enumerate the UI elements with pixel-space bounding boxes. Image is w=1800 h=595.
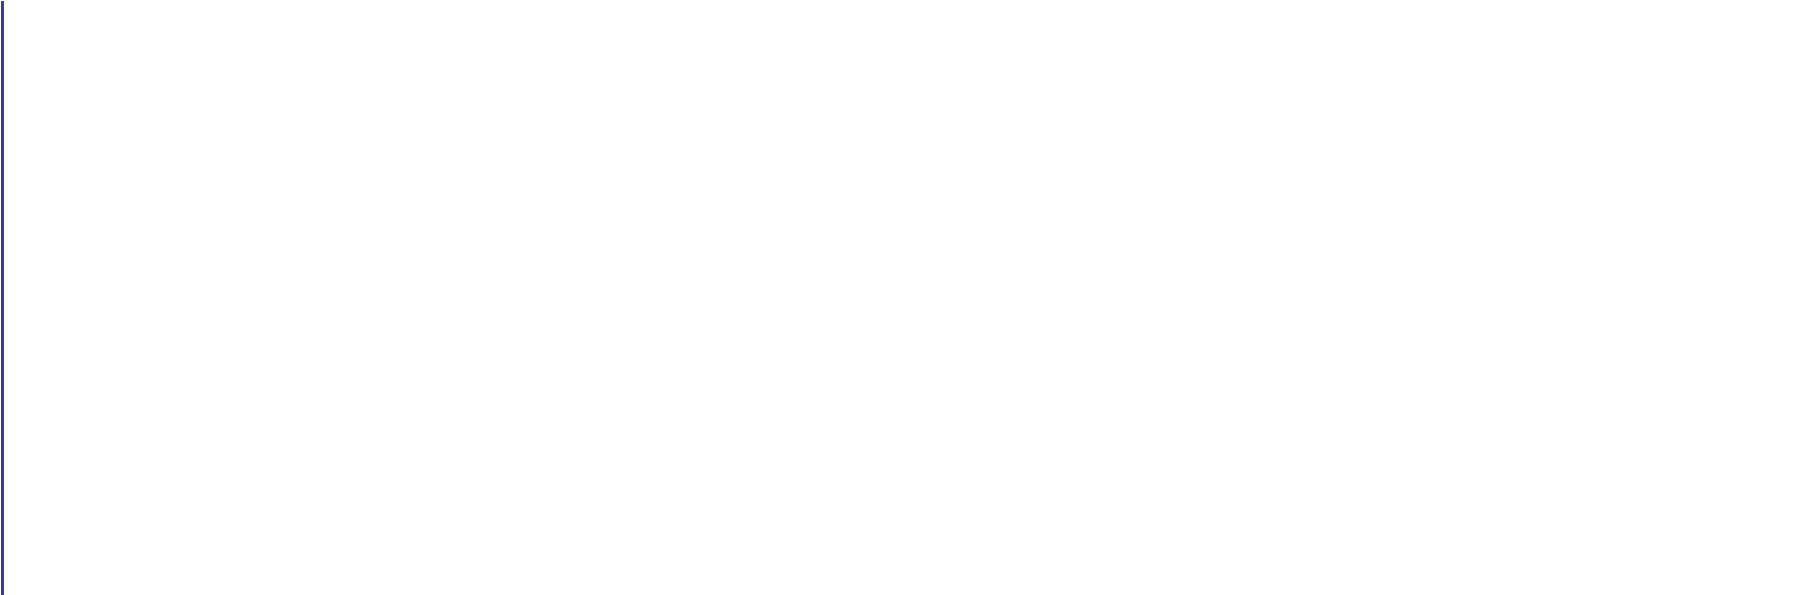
left-vertical-rule xyxy=(1,1,4,595)
